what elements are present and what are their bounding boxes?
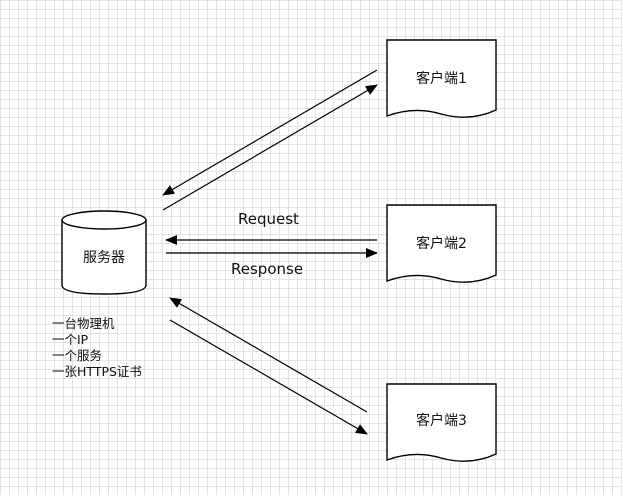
response-label: Response [231, 260, 304, 278]
server-cylinder[interactable] [61, 210, 147, 295]
note-item: 一台物理机 [52, 316, 115, 331]
arrow-server-to-client1 [162, 84, 378, 211]
client-1-shape[interactable] [386, 39, 497, 118]
client-1-label: 客户端1 [416, 71, 467, 87]
note-item: 一个服务 [52, 348, 103, 363]
client-3-label: 客户端3 [416, 413, 467, 429]
client-2-label: 客户端2 [416, 236, 467, 252]
note-item: 一个IP [52, 332, 89, 347]
request-label: Request [238, 210, 299, 228]
arrow-client3-to-server [169, 297, 368, 413]
client-3-shape[interactable] [386, 383, 497, 462]
arrow-client1-to-server [162, 69, 378, 196]
client-2-shape[interactable] [386, 204, 497, 283]
arrow-server-to-client3 [169, 319, 368, 435]
note-item: 一张HTTPS证书 [52, 364, 142, 379]
server-notes: 一台物理机 一个IP 一个服务 一张HTTPS证书 [52, 316, 142, 380]
server-label: 服务器 [83, 250, 125, 266]
